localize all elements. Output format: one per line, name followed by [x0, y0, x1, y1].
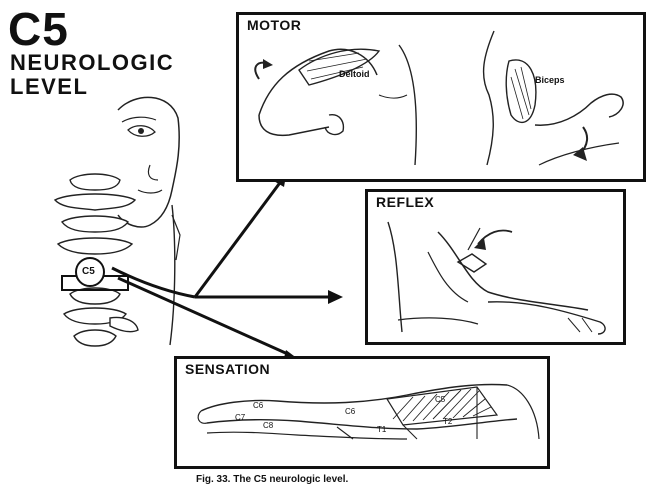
reflex-illustration [387, 221, 606, 335]
motor-illustration [254, 30, 624, 166]
dermatome-label-c6-forearm: C6 [345, 407, 356, 416]
reflex-panel-title: REFLEX [376, 194, 435, 210]
sensation-panel-title: SENSATION [185, 361, 271, 377]
dermatome-label-c8: C8 [263, 421, 274, 430]
dermatome-label-c7: C7 [235, 413, 246, 422]
spine-level-label: C5 [82, 266, 95, 277]
reflex-hammer [456, 253, 488, 273]
nerve-arrows [111, 179, 330, 357]
reflex-panel: REFLEX [365, 189, 626, 345]
level-subtitle-line1: NEUROLOGIC [10, 50, 175, 75]
level-title: C5 [8, 3, 69, 55]
biceps-label: Biceps [535, 75, 565, 85]
deltoid-label: Deltoid [339, 69, 370, 79]
dermatome-label-c5: C5 [435, 395, 446, 404]
dermatome-label-t2: T2 [443, 417, 453, 426]
level-subtitle-line2: LEVEL [10, 74, 89, 99]
deltoid-muscle [298, 48, 381, 86]
sensation-panel: SENSATION C6 C7 C8 C6 C5 T1 T2 [174, 356, 550, 469]
c5-dermatome-region [386, 386, 499, 426]
cervical-spine [53, 173, 139, 347]
motor-panel-title: MOTOR [247, 17, 302, 33]
dermatome-label-t1: T1 [377, 425, 387, 434]
face-outline [117, 96, 180, 228]
eye [127, 125, 156, 137]
arm-dermatome-illustration [197, 383, 540, 440]
dermatome-label-c6-hand: C6 [253, 401, 264, 410]
arrow-head-reflex [328, 290, 343, 304]
c5-vertebra-marker [75, 257, 105, 287]
biceps-muscle [505, 59, 537, 124]
motor-panel: MOTOR Deltoid Biceps [236, 12, 646, 182]
figure-caption: Fig. 33. The C5 neurologic level. [196, 474, 349, 485]
